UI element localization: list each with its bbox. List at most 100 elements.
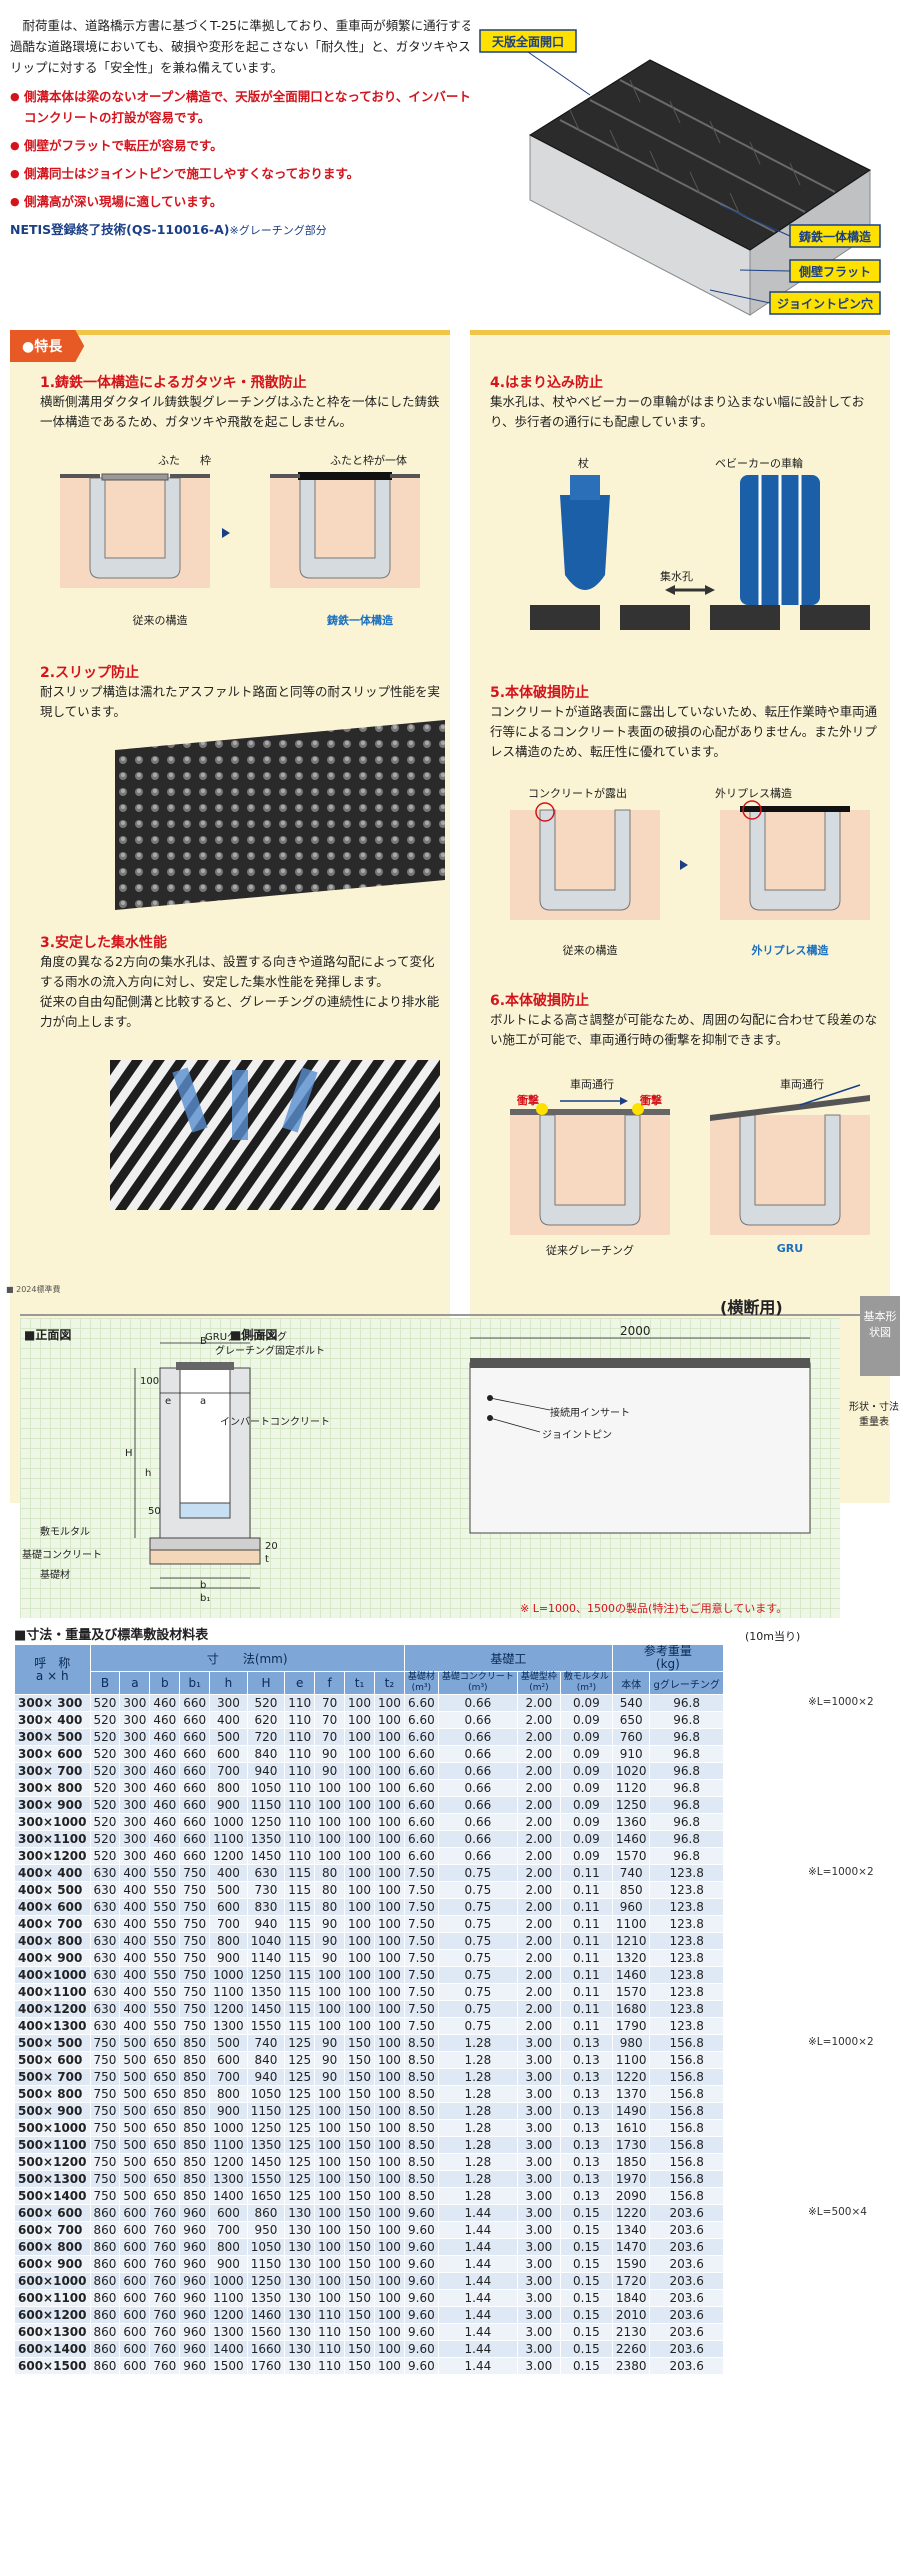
table-cell: 130 [284, 2272, 316, 2290]
caption-gru: GRU [776, 1242, 804, 1255]
table-cell: 0.15 [559, 2323, 613, 2341]
table-cell: 850 [179, 2153, 211, 2171]
table-cell: 0.13 [559, 2153, 613, 2171]
table-cell: 1250 [246, 1966, 286, 1984]
table-cell: 2.00 [516, 1898, 561, 1916]
table-cell: 150 [344, 2034, 375, 2052]
row-name-cell: 400× 600 [14, 1898, 91, 1916]
table-cell: 0.11 [559, 1983, 613, 2001]
table-cell: 115 [284, 1881, 316, 1899]
table-cell: 100 [373, 2085, 405, 2103]
table-cell: 400 [209, 1864, 248, 1882]
netis-note: ※グレーチング部分 [229, 224, 327, 237]
table-cell: 6.60 [403, 1711, 439, 1729]
col-header: gグレーチング [649, 1671, 724, 1695]
table-cell: 2380 [611, 2357, 651, 2375]
table-cell: 520 [89, 1711, 121, 1729]
table-cell: 760 [149, 2221, 181, 2239]
table-cell: 0.11 [559, 1966, 613, 1984]
table-cell: 500 [119, 2051, 151, 2069]
hero-label-2: 側壁フラット [798, 264, 871, 279]
table-cell: 750 [179, 1898, 211, 1916]
col-header-dims: 寸 法(mm) [89, 1644, 405, 1672]
table-cell: 100 [373, 2357, 405, 2375]
table-cell: 8.50 [403, 2068, 439, 2086]
table-cell: 8.50 [403, 2034, 439, 2052]
table-cell: 500 [209, 2034, 248, 2052]
table-cell: 750 [89, 2068, 121, 2086]
table-cell: 100 [373, 2323, 405, 2341]
table-cell: 1.44 [437, 2323, 518, 2341]
table-cell: 100 [373, 2136, 405, 2154]
table-cell: 0.15 [559, 2255, 613, 2273]
table-cell: 950 [246, 2221, 286, 2239]
table-cell: 860 [89, 2238, 121, 2256]
table-cell: 130 [284, 2238, 316, 2256]
table-cell: 6.60 [403, 1779, 439, 1797]
drainage-photo [110, 1060, 440, 1210]
intro-section: 耐荷重は、道路橋示方書に基づくT-25に準拠しており、重車両が頻繁に通行する過酷… [10, 15, 480, 241]
table-cell: 940 [246, 1762, 286, 1780]
intro-bullet: 側壁がフラットで転圧が容易です。 [10, 135, 480, 156]
table-cell: 100 [373, 1830, 405, 1848]
table-cell: 460 [149, 1779, 181, 1797]
table-cell: 2260 [611, 2340, 651, 2358]
table-cell: 125 [284, 2187, 316, 2205]
table-cell: 100 [314, 1983, 346, 2001]
feature-body: コンクリートが道路表面に露出していないため、転圧作業時や車両通行等によるコンクリ… [490, 704, 878, 759]
table-cell: 760 [149, 2357, 181, 2375]
table-cell: 1140 [246, 1949, 286, 1967]
side-tab-label: 基本形状図 [863, 1310, 897, 1339]
table-cell: 100 [314, 2221, 346, 2239]
table-cell: 100 [373, 2068, 405, 2086]
table-cell: 900 [209, 1949, 248, 1967]
table-cell: 100 [373, 2306, 405, 2324]
table-cell: 90 [314, 1915, 346, 1933]
side-tab[interactable]: 基本形状図 [860, 1296, 900, 1376]
table-cell: 100 [344, 1728, 375, 1746]
table-cell: 110 [314, 2323, 346, 2341]
table-cell: 0.75 [437, 1932, 518, 1950]
table-cell: 150 [344, 2204, 375, 2222]
dim-a: a [200, 1396, 207, 1407]
col-header-name: 呼 称 a × h [14, 1644, 91, 1695]
col-header: 基礎型枠 (m²) [516, 1671, 561, 1695]
table-cell: 1.28 [437, 2170, 518, 2188]
table-cell: 100 [373, 2238, 405, 2256]
table-cell: 100 [314, 1830, 346, 1848]
table-cell: 300 [119, 1711, 151, 1729]
table-cell: 700 [209, 2221, 248, 2239]
table-cell: 96.8 [649, 1745, 724, 1763]
table-cell: 123.8 [649, 1915, 724, 1933]
table-cell: 960 [179, 2323, 211, 2341]
table-cell: 750 [179, 1932, 211, 1950]
feature-title: 2.スリップ防止 [40, 665, 140, 681]
table-cell: 125 [284, 2153, 316, 2171]
table-cell: 620 [246, 1711, 286, 1729]
col-header: 本体 [611, 1671, 651, 1695]
table-cell: 1760 [246, 2357, 286, 2375]
table-cell: 720 [246, 1728, 286, 1746]
table-cell: 550 [149, 1881, 181, 1899]
table-cell: 860 [89, 2357, 121, 2375]
table-cell: 70 [314, 1728, 346, 1746]
table-cell: 0.13 [559, 2136, 613, 2154]
col-header-weight: 参考重量 (kg) [611, 1644, 724, 1672]
table-cell: 100 [344, 1966, 375, 1984]
table-cell: 203.6 [649, 2272, 724, 2290]
table-cell: 8.50 [403, 2119, 439, 2137]
table-cell: 0.75 [437, 2017, 518, 2035]
row-name-cell: 600× 800 [14, 2238, 91, 2256]
table-cell: 0.09 [559, 1711, 613, 1729]
table-cell: 0.66 [437, 1796, 518, 1814]
table-cell: 156.8 [649, 2153, 724, 2171]
table-cell: 500 [119, 2068, 151, 2086]
table-cell: 100 [373, 1949, 405, 1967]
feature-6: 6.本体破損防止 ボルトによる高さ調整が可能なため、周囲の勾配に合わせて段差のな… [490, 990, 880, 1050]
table-cell: 1300 [209, 2017, 248, 2035]
table-cell: 750 [179, 2017, 211, 2035]
